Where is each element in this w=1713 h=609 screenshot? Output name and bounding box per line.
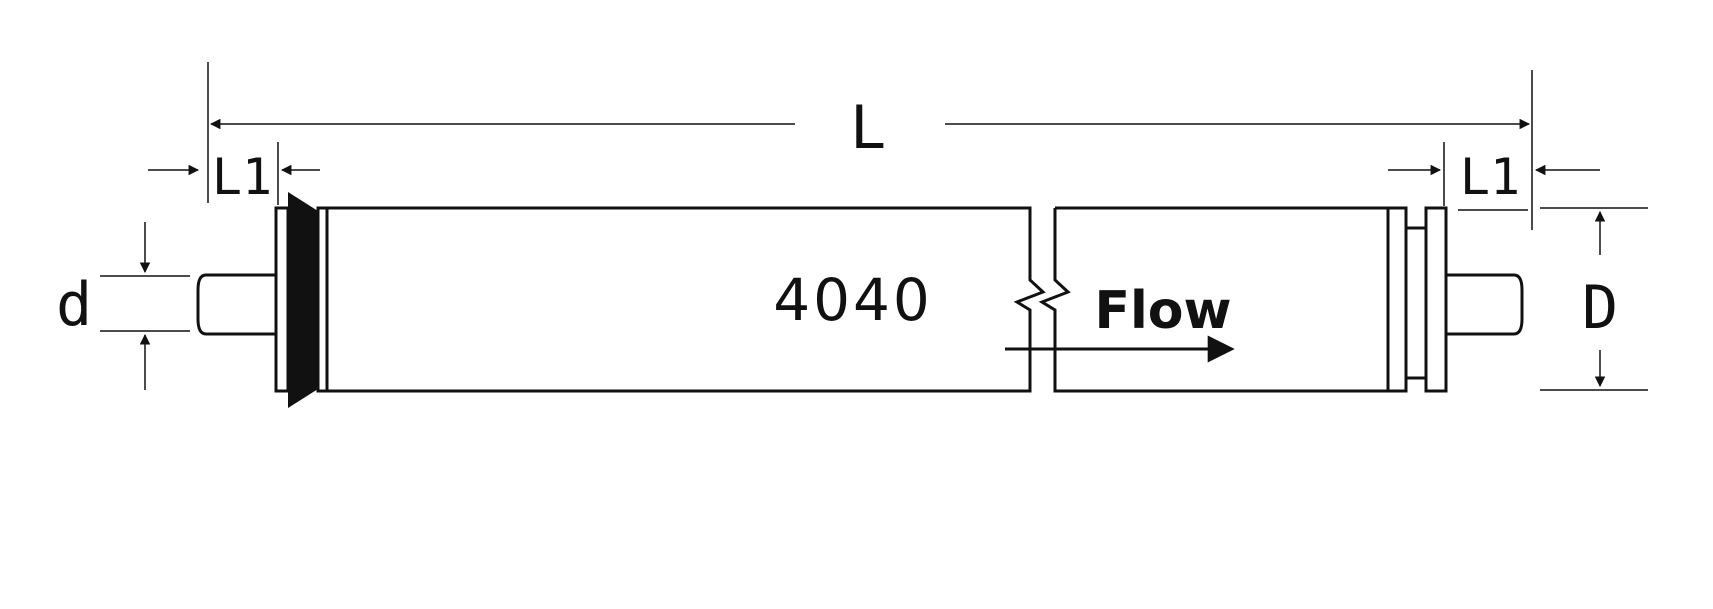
overall-length-dimension: L <box>207 62 1533 230</box>
left-seal-ring <box>316 206 329 393</box>
left-end-plate <box>274 206 290 393</box>
right-neck <box>1404 226 1428 380</box>
model-label: 4040 <box>773 266 933 334</box>
left-end-length-label: L1 <box>212 148 272 206</box>
left-end-length-dimension: L1 <box>148 142 320 206</box>
overall-length-label: L <box>850 93 886 163</box>
body-diameter-dimension: D <box>1540 207 1648 391</box>
left-permeate-tube <box>196 273 276 336</box>
right-end-plate <box>1424 206 1448 393</box>
brine-seal <box>288 192 318 408</box>
body-diameter-label: D <box>1582 273 1618 343</box>
body-left-segment <box>327 206 1046 393</box>
right-end-ring <box>1386 206 1408 393</box>
tube-diameter-dimension: d <box>56 222 190 390</box>
tube-diameter-label: d <box>56 270 92 340</box>
right-permeate-tube <box>1446 273 1524 336</box>
flow-label: Flow <box>1094 281 1231 341</box>
right-end-length-dimension: L1 <box>1388 142 1600 211</box>
body-right-segment <box>1038 206 1388 393</box>
right-end-length-label: L1 <box>1460 148 1520 206</box>
